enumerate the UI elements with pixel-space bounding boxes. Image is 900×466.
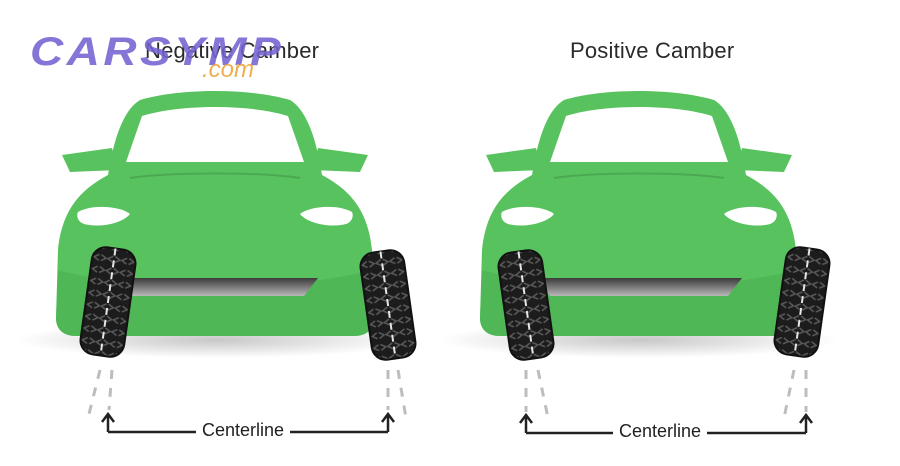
centerline-label-left: Centerline [196,420,291,441]
car-front-view-left [14,90,416,359]
centerline-label-right: Centerline [613,421,708,442]
arrow-up-left [101,411,115,432]
negative-camber-title: Negative Camber [145,38,320,63]
centerline-dash-lr [107,369,114,411]
positive-camber-title: Positive Camber [570,38,735,63]
arrow-up-right [381,411,395,432]
centerline-dash-ll [86,369,102,419]
carsymp-watermark-logo: CARSYMP .com [30,30,281,86]
centerline-dash-rl [782,369,796,419]
arrow-up-right [799,412,813,433]
arrow-up-left [519,412,533,433]
watermark-brand-text: CARSYMP [30,30,285,74]
centerline-dash-lr [536,369,550,419]
watermark-domain-text: .com [202,56,255,83]
centerline-dash-rr [396,369,408,419]
negative-camber-panel [14,90,419,434]
positive-camber-panel [438,90,840,435]
